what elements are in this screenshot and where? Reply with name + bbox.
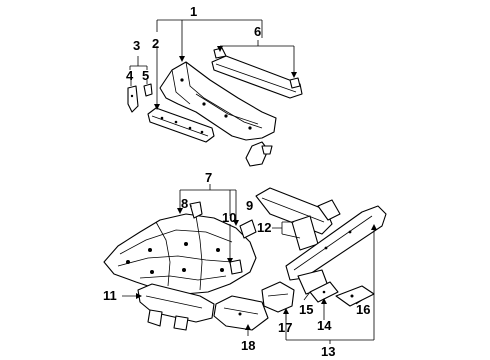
rear-crossmember-panel bbox=[159, 61, 277, 141]
callout-14: 14 bbox=[317, 318, 332, 333]
callout-9: 9 bbox=[246, 198, 253, 213]
reinforcement-17 bbox=[261, 281, 295, 313]
callout-13: 13 bbox=[321, 344, 335, 359]
leader-lines bbox=[122, 19, 375, 344]
front-sill-panel bbox=[137, 283, 215, 331]
callout-8: 8 bbox=[181, 196, 188, 211]
clip-10 bbox=[229, 259, 243, 275]
callout-10: 10 bbox=[222, 210, 236, 225]
bracket-5 bbox=[143, 83, 153, 97]
bracket-14 bbox=[309, 281, 339, 303]
bracket-4 bbox=[127, 85, 139, 113]
callout-11: 11 bbox=[103, 288, 117, 303]
callout-6: 6 bbox=[254, 24, 261, 39]
bracket-8 bbox=[189, 201, 203, 219]
callout-15: 15 bbox=[299, 302, 313, 317]
callout-5: 5 bbox=[142, 68, 149, 83]
rear-frame-rail bbox=[255, 187, 341, 251]
lower-bracket bbox=[245, 141, 273, 167]
callout-18: 18 bbox=[241, 338, 255, 353]
callout-labels: 1 2 3 4 5 6 7 8 9 10 11 12 13 14 15 16 1… bbox=[103, 4, 370, 359]
callout-2: 2 bbox=[152, 36, 159, 51]
callout-4: 4 bbox=[126, 68, 134, 83]
callout-7: 7 bbox=[205, 170, 212, 185]
reinforcement-18 bbox=[213, 295, 269, 331]
floor-pan-panel bbox=[103, 213, 257, 295]
bracket-9 bbox=[239, 219, 257, 239]
callout-12: 12 bbox=[257, 220, 271, 235]
callout-17: 17 bbox=[278, 320, 292, 335]
leader-arrows bbox=[136, 46, 377, 330]
callout-1: 1 bbox=[190, 4, 197, 19]
callout-3: 3 bbox=[133, 38, 140, 53]
side-frame-rail bbox=[285, 205, 387, 281]
callout-16: 16 bbox=[356, 302, 370, 317]
